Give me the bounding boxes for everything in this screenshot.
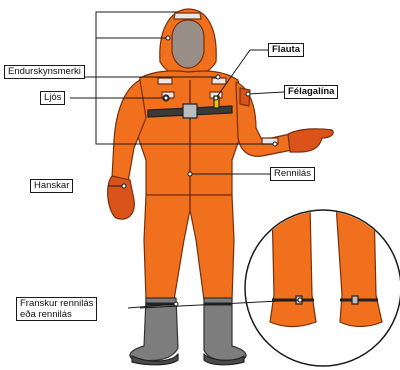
harness-buckle [183, 104, 197, 118]
label-rennilas: Rennilás [270, 167, 315, 181]
suit-torso [132, 71, 246, 195]
suit-legs [144, 195, 234, 300]
right-glove [288, 129, 333, 152]
label-ljos: Ljós [40, 91, 65, 105]
label-felagalina: Félagalína [284, 85, 338, 99]
inset-right-leg [336, 205, 382, 327]
buddy-line-pouch [240, 88, 250, 106]
hood-reflective-strip [174, 13, 201, 19]
label-endurskynsmerki: Endurskynsmerki [4, 65, 85, 79]
inset-left-leg [270, 205, 316, 327]
ankle-detail-inset [245, 205, 400, 366]
inset-frame [245, 210, 400, 366]
label-franskur-line1: Franskur rennilás [20, 298, 93, 309]
right-boot [204, 298, 246, 361]
label-franskur-line2: eða rennilás [20, 309, 93, 320]
suit-left-arm [112, 80, 146, 182]
label-flauta: Flauta [268, 43, 304, 57]
left-glove [108, 176, 135, 219]
label-franskur-rennilas: Franskur rennilás eða rennilás [16, 297, 97, 321]
inset-right-buckle [352, 296, 358, 304]
shoulder-reflective-left [158, 78, 172, 84]
face [172, 20, 204, 68]
label-hanskar: Hanskar [30, 179, 73, 193]
